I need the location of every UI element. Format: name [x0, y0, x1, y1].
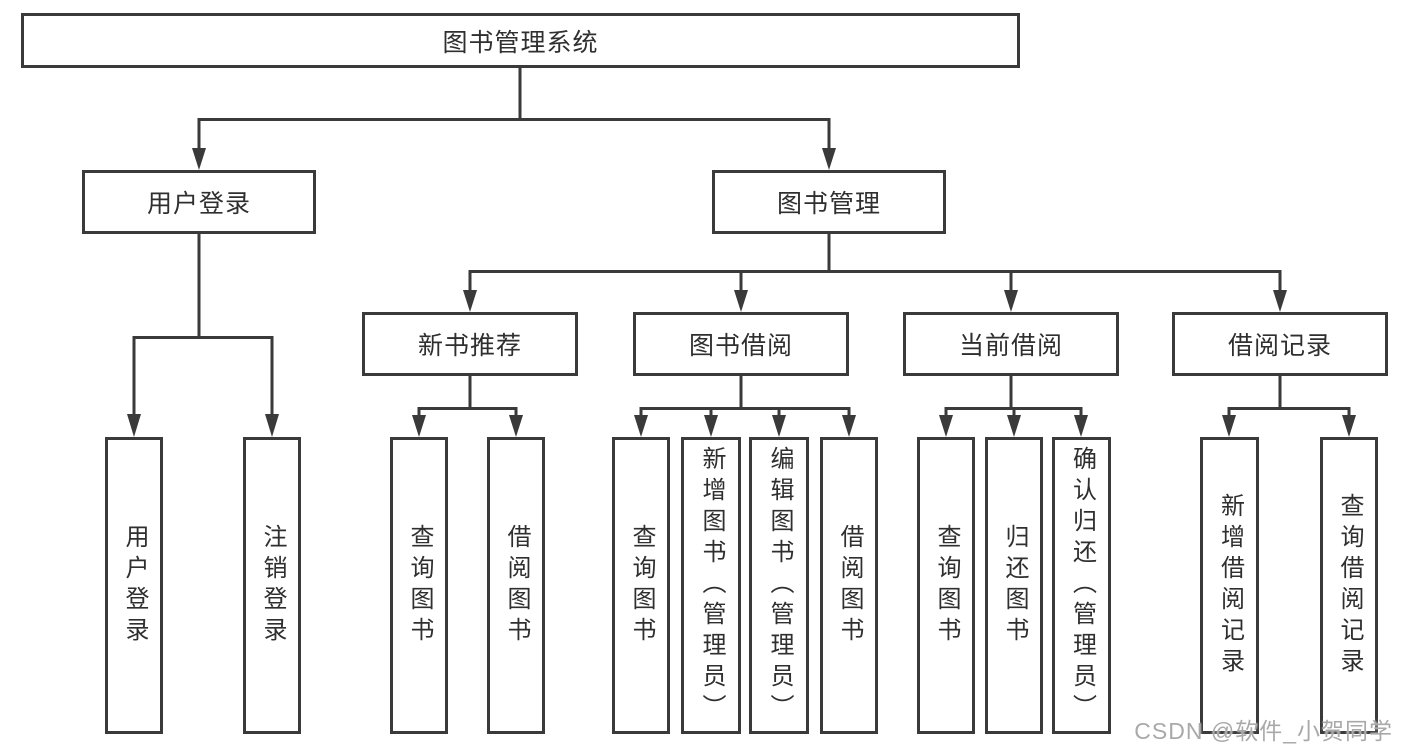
arrowhead-icon — [1342, 415, 1356, 437]
node-book-borrow-label: 图书借阅 — [688, 332, 793, 360]
arrowhead-icon — [734, 290, 748, 312]
arrowhead-icon — [1273, 290, 1287, 312]
leaf-logout-label: 注销登录 — [259, 523, 286, 648]
arrowhead-icon — [1222, 415, 1236, 437]
leaf-edit-books-admin-label: 编辑图书（管理员） — [766, 446, 793, 725]
arrowhead-icon — [842, 415, 856, 437]
node-root-system: 图书管理系统 — [21, 13, 1020, 68]
arrowhead-icon — [634, 415, 648, 437]
leaf-query-books-recommend: 查询图书 — [390, 437, 448, 734]
node-current-borrow: 当前借阅 — [903, 312, 1119, 376]
connector-userlogin-to-leaves — [132, 234, 274, 416]
leaf-query-books-recommend-label: 查询图书 — [406, 523, 433, 648]
connector-root-to-level2 — [197, 68, 831, 150]
node-book-borrow: 图书借阅 — [633, 312, 849, 376]
leaf-query-books-borrow: 查询图书 — [612, 437, 670, 734]
leaf-query-books-borrow-label: 查询图书 — [628, 523, 655, 648]
node-new-book-recommend: 新书推荐 — [362, 312, 578, 376]
arrowhead-icon — [412, 415, 426, 437]
node-user-login-label: 用户登录 — [146, 190, 251, 218]
leaf-add-books-admin-label: 新增图书（管理员） — [698, 446, 725, 725]
leaf-logout: 注销登录 — [243, 437, 301, 734]
arrowhead-icon — [192, 148, 206, 170]
arrowhead-icon — [509, 415, 523, 437]
arrowhead-icon — [704, 415, 718, 437]
leaf-return-books-label: 归还图书 — [1001, 523, 1028, 648]
leaf-edit-books-admin: 编辑图书（管理员） — [749, 437, 809, 734]
leaf-query-books-current: 查询图书 — [917, 437, 975, 734]
arrowhead-icon — [1074, 415, 1088, 437]
leaf-borrow-books-recommend: 借阅图书 — [487, 437, 545, 734]
node-book-management: 图书管理 — [712, 170, 946, 234]
connector-current-to-leaves — [944, 376, 1083, 416]
leaf-add-books-admin: 新增图书（管理员） — [681, 437, 741, 734]
arrowhead-icon — [265, 414, 279, 437]
node-borrow-records: 借阅记录 — [1172, 312, 1388, 376]
arrowhead-icon — [463, 290, 477, 312]
node-current-borrow-label: 当前借阅 — [958, 332, 1063, 360]
connector-records-to-leaves — [1227, 376, 1351, 416]
leaf-query-borrow-record-label: 查询借阅记录 — [1336, 492, 1363, 679]
node-borrow-records-label: 借阅记录 — [1227, 332, 1332, 360]
node-book-management-label: 图书管理 — [776, 190, 881, 218]
leaf-borrow-books: 借阅图书 — [820, 437, 878, 734]
leaf-user-login: 用户登录 — [105, 437, 163, 734]
leaf-confirm-return-admin-label: 确认归还（管理员） — [1068, 446, 1096, 725]
arrowhead-icon — [1004, 290, 1018, 312]
arrowhead-icon — [822, 148, 836, 170]
leaf-query-books-current-label: 查询图书 — [933, 523, 960, 648]
arrowhead-icon — [1007, 415, 1021, 437]
leaf-user-login-label: 用户登录 — [121, 523, 148, 648]
connector-recommend-to-leaves — [417, 376, 518, 416]
leaf-return-books: 归还图书 — [985, 437, 1043, 734]
leaf-borrow-books-label: 借阅图书 — [836, 523, 863, 648]
arrowhead-icon — [772, 415, 786, 437]
arrowhead-icon — [939, 415, 953, 437]
connector-bookmgmt-to-level3 — [468, 234, 1282, 291]
node-root-label: 图书管理系统 — [442, 28, 599, 57]
leaf-borrow-books-recommend-label: 借阅图书 — [503, 523, 530, 648]
connector-borrow-to-leaves — [639, 376, 851, 416]
node-new-book-recommend-label: 新书推荐 — [417, 332, 522, 360]
leaf-confirm-return-admin: 确认归还（管理员） — [1052, 437, 1111, 734]
leaf-query-borrow-record: 查询借阅记录 — [1320, 437, 1378, 734]
watermark: CSDN @软件_小贺同学 — [1134, 718, 1393, 744]
leaf-add-borrow-record: 新增借阅记录 — [1200, 437, 1259, 734]
leaf-add-borrow-record-label: 新增借阅记录 — [1216, 492, 1244, 679]
arrowhead-icon — [127, 414, 141, 437]
node-user-login: 用户登录 — [82, 170, 316, 234]
